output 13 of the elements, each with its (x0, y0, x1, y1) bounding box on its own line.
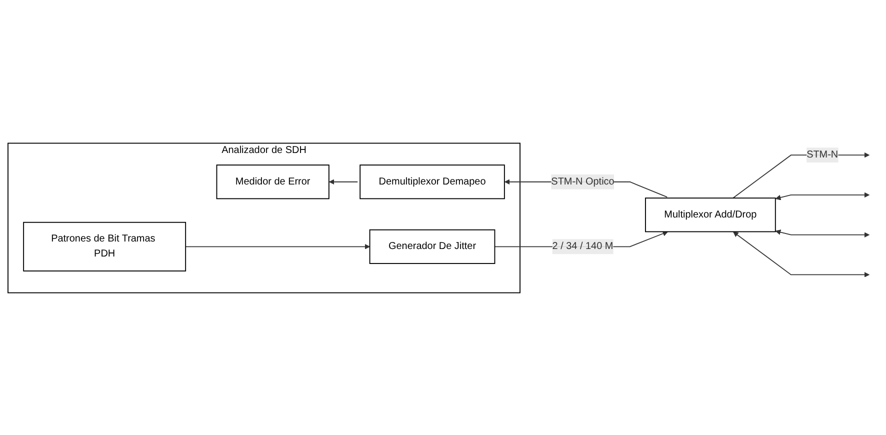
node-box: Demultiplexor Demapeo (360, 164, 505, 199)
node-box: Generador De Jitter (369, 228, 496, 264)
arrow (775, 229, 870, 238)
arrow (733, 231, 870, 277)
arrow (328, 178, 358, 184)
edge-label: STM-N (806, 148, 838, 160)
node-box: Medidor de Error (216, 164, 330, 199)
node-box: Multiplexor Add/Drop (645, 197, 776, 232)
edge-label: 2 / 34 / 140 M (552, 240, 614, 252)
arrow (185, 243, 370, 249)
edge-label: STM-N Optico (551, 176, 614, 186)
node-box: Patrones de Bit Tramas PDH (23, 221, 186, 271)
arrow (775, 192, 870, 200)
